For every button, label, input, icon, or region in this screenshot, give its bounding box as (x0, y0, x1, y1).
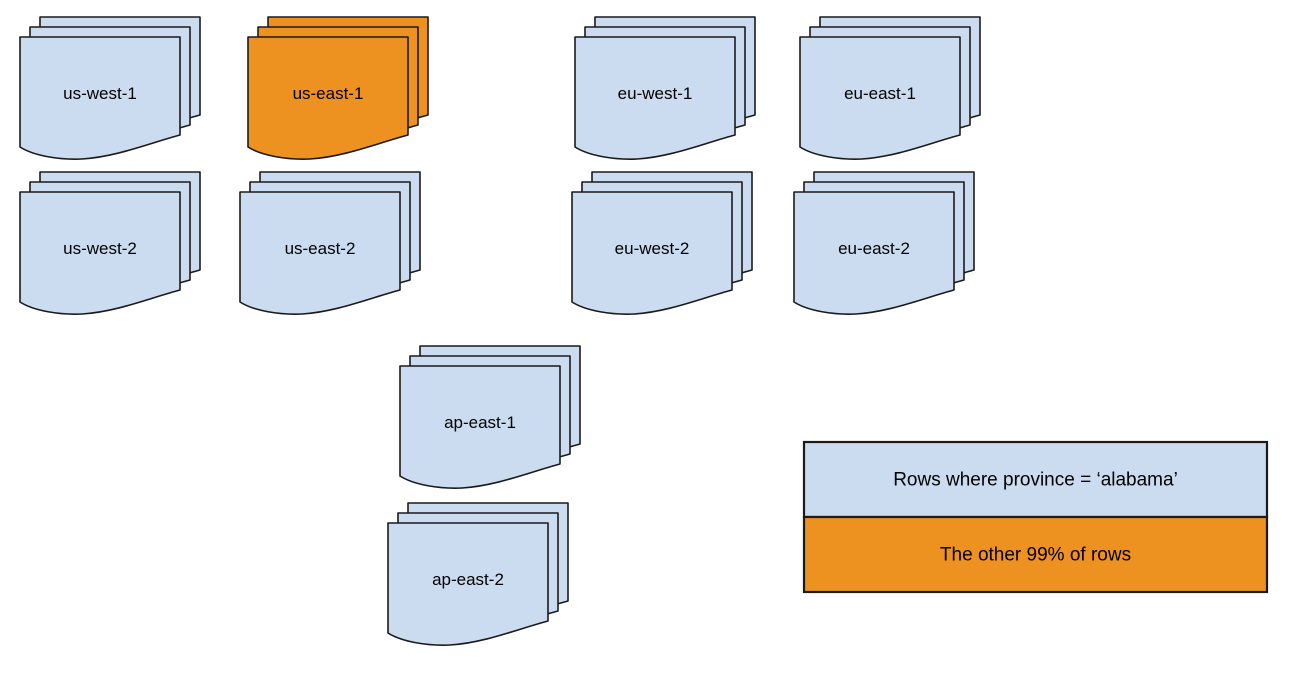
stack-label-eu-west-1: eu-west-1 (618, 84, 693, 103)
legend-swatch-other-rows (802, 515, 1269, 594)
stack-label-us-east-2: us-east-2 (285, 239, 356, 258)
database-stack-eu-east-1[interactable]: eu-east-1 (799, 16, 981, 160)
stack-label-ap-east-1: ap-east-1 (444, 413, 516, 432)
database-stack-us-east-1[interactable]: us-east-1 (247, 16, 429, 160)
legend: Rows where province = ‘alabama’ The other… (802, 440, 1269, 594)
legend-label-alabama-rows: Rows where province = ‘alabama’ (893, 470, 1178, 491)
database-stack-eu-west-1[interactable]: eu-west-1 (574, 16, 756, 160)
stack-label-us-west-2: us-west-2 (63, 239, 137, 258)
database-stack-ap-east-1[interactable]: ap-east-1 (399, 345, 581, 489)
database-stack-us-west-2[interactable]: us-west-2 (19, 171, 201, 315)
database-stack-eu-east-2[interactable]: eu-east-2 (793, 171, 975, 315)
stack-label-ap-east-2: ap-east-2 (432, 570, 504, 589)
database-stack-us-east-2[interactable]: us-east-2 (239, 171, 421, 315)
legend-label-other-rows: The other 99% of rows (940, 545, 1131, 566)
stack-label-us-west-1: us-west-1 (63, 84, 137, 103)
database-stack-us-west-1[interactable]: us-west-1 (19, 16, 201, 160)
stack-label-eu-east-1: eu-east-1 (844, 84, 916, 103)
stacks-layer: us-west-1 us-east-1 eu-west-1 eu-east-1 us-w… (19, 16, 981, 646)
database-stack-ap-east-2[interactable]: ap-east-2 (387, 502, 569, 646)
database-stack-eu-west-2[interactable]: eu-west-2 (571, 171, 753, 315)
stack-label-eu-west-2: eu-west-2 (615, 239, 690, 258)
legend-swatch-alabama-rows (802, 440, 1269, 519)
stack-label-us-east-1: us-east-1 (293, 84, 364, 103)
stack-label-eu-east-2: eu-east-2 (838, 239, 910, 258)
